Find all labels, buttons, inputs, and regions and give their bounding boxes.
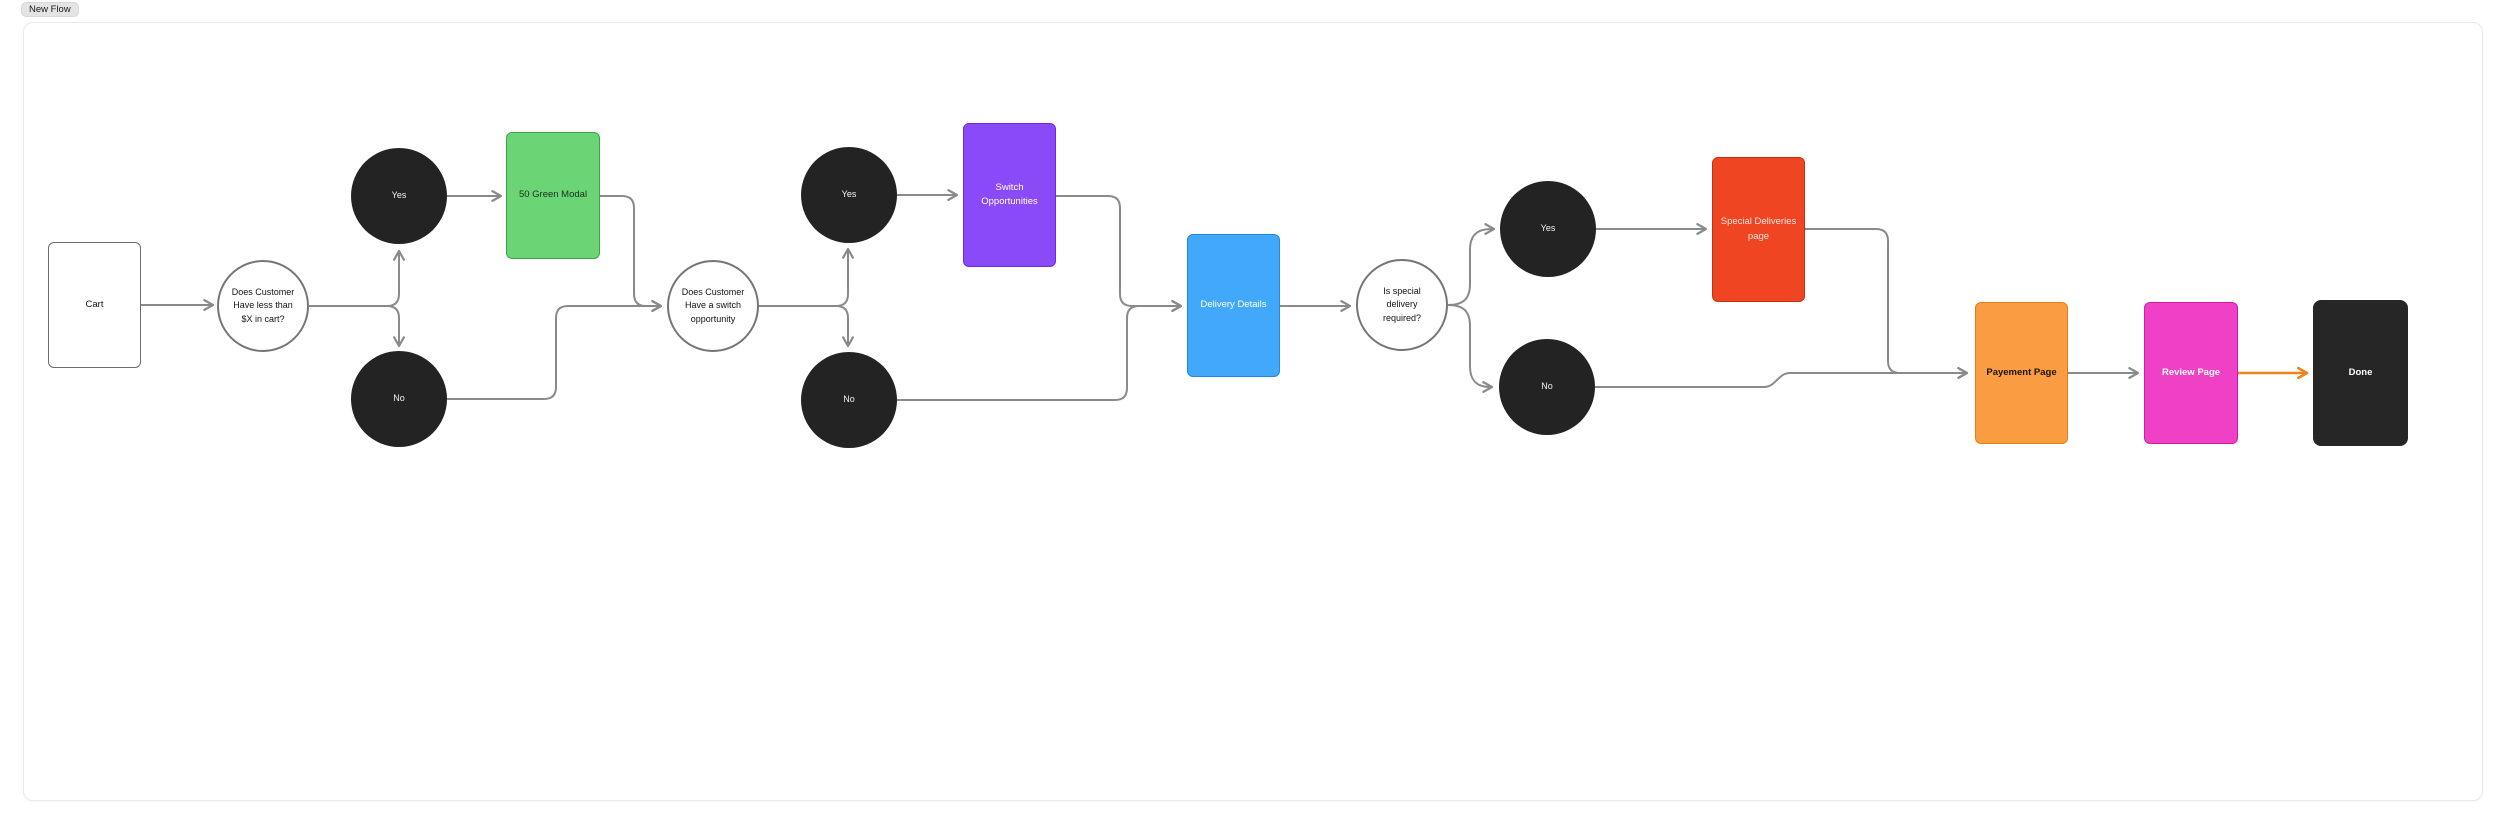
- node-special-deliveries-page[interactable]: Special Deliveries page: [1712, 157, 1805, 302]
- node-payment-page-label: Payement Page: [1986, 366, 2057, 378]
- node-decision-special-delivery-label: Is special delivery required?: [1382, 285, 1422, 323]
- node-switch-opportunities[interactable]: Switch Opportunities: [963, 123, 1056, 267]
- node-green-modal-label: 50 Green Modal: [518, 189, 588, 201]
- edge-decision1-to-yes[interactable]: [309, 249, 405, 307]
- edge-switch-opportunities-to-delivery-details[interactable]: [1056, 195, 1183, 312]
- node-yes-1-label: Yes: [391, 190, 407, 201]
- node-decision-switch-opportunity[interactable]: Does Customer Have a switch opportunity: [667, 260, 759, 352]
- node-no-3-label: No: [1541, 381, 1553, 392]
- node-yes-3[interactable]: Yes: [1500, 181, 1596, 277]
- edge-decision3-to-yes[interactable]: [1447, 223, 1496, 306]
- node-payment-page[interactable]: Payement Page: [1975, 302, 2068, 444]
- node-decision-special-delivery[interactable]: Is special delivery required?: [1356, 259, 1448, 351]
- node-cart-label: Cart: [85, 298, 104, 310]
- node-delivery-details[interactable]: Delivery Details: [1187, 234, 1280, 377]
- edge-decision3-to-no[interactable]: [1447, 304, 1494, 393]
- node-switch-opportunities-label: Switch Opportunities: [981, 181, 1038, 207]
- node-yes-2-label: Yes: [841, 189, 857, 200]
- node-review-page[interactable]: Review Page: [2144, 302, 2238, 444]
- node-no-3[interactable]: No: [1499, 339, 1595, 435]
- edge-no3-to-payment[interactable]: [1595, 367, 1969, 388]
- edge-no2-to-delivery-details[interactable]: [897, 300, 1183, 401]
- edge-decision2-to-no[interactable]: [759, 305, 854, 348]
- node-decision-switch-opportunity-label: Does Customer Have a switch opportunity: [681, 286, 745, 324]
- node-cart[interactable]: Cart: [48, 242, 141, 368]
- node-no-2-label: No: [843, 394, 855, 405]
- node-decision-cart-amount[interactable]: Does Customer Have less than $X in cart?: [217, 260, 309, 352]
- edge-decision2-to-yes[interactable]: [759, 247, 854, 307]
- edge-green-modal-to-decision2[interactable]: [600, 195, 663, 312]
- node-green-modal[interactable]: 50 Green Modal: [506, 132, 600, 259]
- node-delivery-details-label: Delivery Details: [1200, 299, 1267, 311]
- edge-decision1-to-no[interactable]: [309, 305, 405, 348]
- new-flow-button[interactable]: New Flow: [21, 2, 79, 17]
- edge-special-deliveries-to-payment[interactable]: [1805, 228, 1969, 379]
- node-special-deliveries-page-label: Special Deliveries page: [1720, 216, 1797, 242]
- node-decision-cart-amount-label: Does Customer Have less than $X in cart?: [231, 286, 295, 324]
- node-yes-2[interactable]: Yes: [801, 147, 897, 243]
- node-no-1-label: No: [393, 393, 405, 404]
- node-yes-1[interactable]: Yes: [351, 148, 447, 244]
- edge-no1-to-decision2[interactable]: [447, 300, 663, 400]
- node-no-2[interactable]: No: [801, 352, 897, 448]
- node-no-1[interactable]: No: [351, 351, 447, 447]
- node-done-label: Done: [2348, 366, 2373, 378]
- node-yes-3-label: Yes: [1540, 223, 1556, 234]
- node-review-page-label: Review Page: [2161, 366, 2221, 378]
- node-done[interactable]: Done: [2313, 300, 2408, 446]
